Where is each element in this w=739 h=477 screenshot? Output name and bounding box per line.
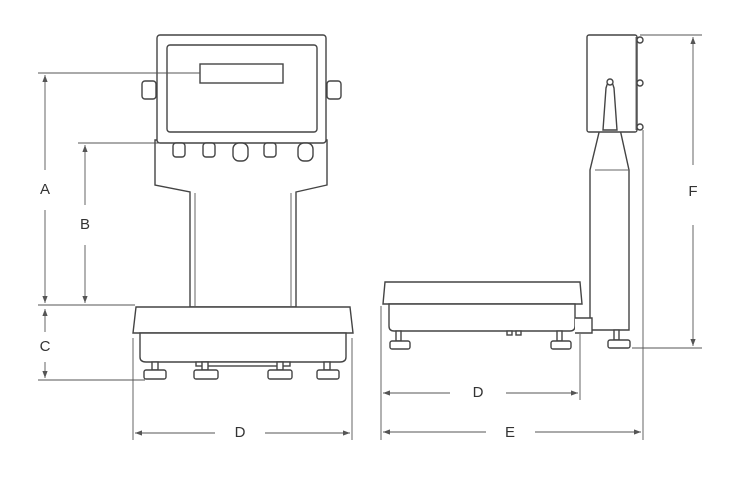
side-feet [389,329,631,350]
front-base [139,332,347,363]
front-dimensions [38,72,353,440]
front-view [132,34,354,380]
dimension-label-b: B [80,216,90,233]
indicator-face [166,44,318,133]
dimension-label-c: C [40,338,51,355]
side-base [388,303,576,332]
front-platform [132,306,354,334]
dimension-label-d-front: D [235,424,246,441]
display-window [199,63,284,84]
cable-glands [172,142,314,162]
dimension-label-d-side: D [473,384,484,401]
side-platform [382,281,583,305]
front-feet [143,361,340,380]
dimension-label-a: A [40,181,50,198]
side-view [382,34,644,350]
side-column [589,119,630,331]
dimension-label-f: F [688,183,697,200]
side-dimensions [380,34,702,440]
right-knob [326,80,342,100]
front-column [154,139,328,308]
left-knob [141,80,157,100]
dimension-label-e: E [505,424,515,441]
